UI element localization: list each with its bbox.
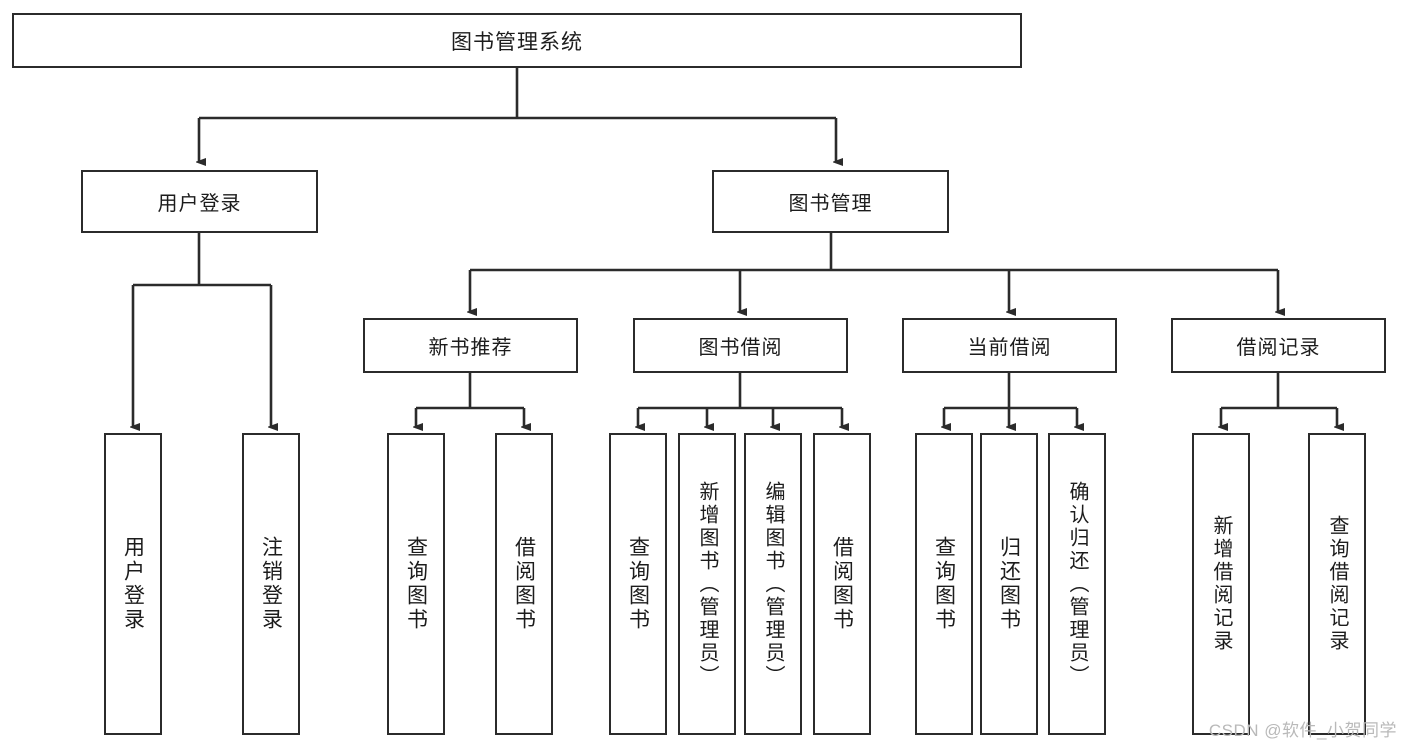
node-book-borrow[interactable]: 图书借阅 (633, 318, 848, 373)
node-label: 查询图书 (932, 536, 956, 632)
leaf-user-logout[interactable]: 注销登录 (242, 433, 300, 735)
node-label: 借阅图书 (830, 536, 854, 632)
watermark: CSDN @软件_小贺同学 (1208, 721, 1397, 740)
node-label: 编辑图书（管理员） (762, 480, 784, 688)
leaf-borrow-borrow-book[interactable]: 借阅图书 (813, 433, 871, 735)
node-label: 查询图书 (626, 536, 650, 632)
leaf-borrow-add-book[interactable]: 新增图书（管理员） (678, 433, 736, 735)
leaf-recommend-borrow-book[interactable]: 借阅图书 (495, 433, 553, 735)
node-root-system[interactable]: 图书管理系统 (12, 13, 1022, 68)
leaf-recommend-query-book[interactable]: 查询图书 (387, 433, 445, 735)
node-book-management[interactable]: 图书管理 (712, 170, 949, 233)
node-label: 归还图书 (997, 536, 1021, 632)
node-label: 查询借阅记录 (1326, 515, 1348, 653)
node-label: 新增借阅记录 (1210, 515, 1232, 653)
node-user-login[interactable]: 用户登录 (81, 170, 318, 233)
leaf-borrow-query-book[interactable]: 查询图书 (609, 433, 667, 735)
leaf-record-add-record[interactable]: 新增借阅记录 (1192, 433, 1250, 735)
leaf-user-login[interactable]: 用户登录 (104, 433, 162, 735)
node-label: 借阅图书 (512, 536, 536, 632)
node-label: 当前借阅 (967, 337, 1052, 359)
node-label: 新书推荐 (428, 337, 513, 359)
node-label: 查询图书 (404, 536, 428, 632)
node-label: 图书借阅 (698, 337, 783, 359)
node-label: 借阅记录 (1236, 337, 1321, 359)
node-new-book-recommend[interactable]: 新书推荐 (363, 318, 578, 373)
node-label: 注销登录 (259, 536, 283, 632)
node-label: 新增图书（管理员） (696, 480, 718, 688)
node-label: 确认归还（管理员） (1066, 480, 1088, 688)
leaf-current-return-book[interactable]: 归还图书 (980, 433, 1038, 735)
node-label: 用户登录 (157, 193, 242, 215)
leaf-record-query-record[interactable]: 查询借阅记录 (1308, 433, 1366, 735)
node-borrow-record[interactable]: 借阅记录 (1171, 318, 1386, 373)
leaf-current-query-book[interactable]: 查询图书 (915, 433, 973, 735)
node-label: 图书管理 (788, 193, 873, 215)
leaf-borrow-edit-book[interactable]: 编辑图书（管理员） (744, 433, 802, 735)
node-label: 用户登录 (121, 536, 145, 632)
leaf-current-confirm-return[interactable]: 确认归还（管理员） (1048, 433, 1106, 735)
node-label: 图书管理系统 (451, 30, 583, 54)
node-current-borrow[interactable]: 当前借阅 (902, 318, 1117, 373)
